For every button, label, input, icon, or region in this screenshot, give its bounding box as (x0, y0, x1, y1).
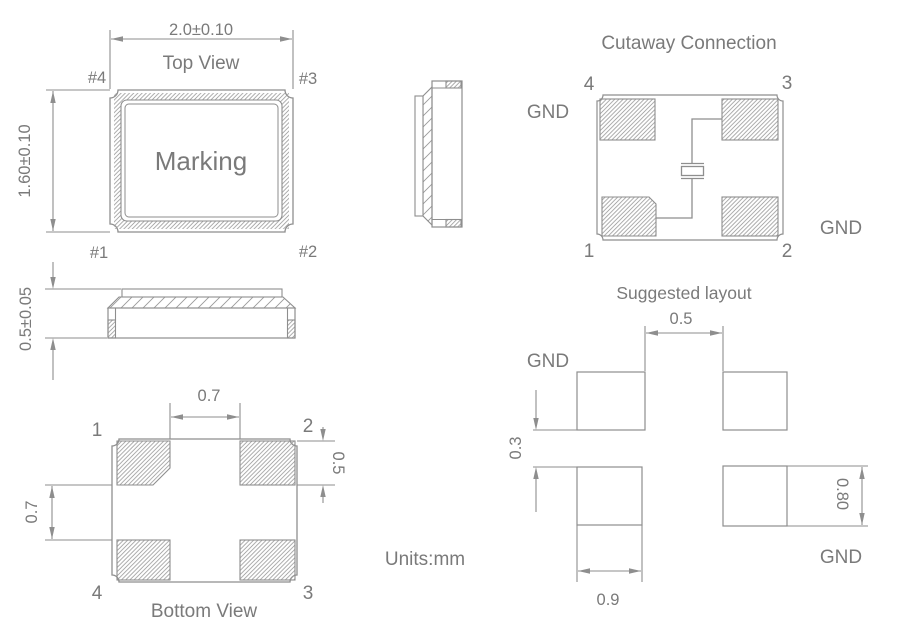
cutaway-pin3-label: 3 (782, 73, 793, 94)
side-view-height-dimension (45, 262, 121, 380)
layout-pad-bottom-left (576, 466, 643, 526)
arrow-up-icon (320, 485, 326, 497)
lateral-lid (414, 95, 424, 217)
cutaway-gnd-right-label: GND (820, 218, 862, 239)
layout-pad-width-dim-label: 0.9 (597, 591, 620, 609)
top-view-marking-label: Marking (155, 146, 247, 176)
cutaway-pad-1 (601, 196, 657, 237)
layout-pad-height-dim-label: 0.80 (833, 478, 851, 510)
top-view-pin2-label: #2 (299, 243, 317, 261)
suggested-layout (533, 326, 868, 582)
layout-gnd-bottom-label: GND (820, 547, 862, 568)
top-view-lid-inner-border (124, 103, 279, 218)
arrow-up-icon (50, 338, 56, 350)
cutaway-pad-3 (721, 98, 779, 141)
top-view-lid-outer-border (120, 99, 283, 222)
arrow-left-icon (111, 36, 123, 42)
bottom-view-pad-2 (239, 440, 296, 486)
bottom-view-gap-y-dim-label: 0.7 (23, 501, 41, 524)
cutaway-gnd-left-label: GND (527, 102, 569, 123)
layout-pad-height-dimension (787, 465, 868, 527)
top-view-width-dimension (109, 30, 294, 89)
crystal-symbol (656, 118, 722, 219)
cutaway-pin2-label: 2 (782, 241, 793, 262)
layout-gap-x-dimension (644, 326, 724, 371)
arrow-right-icon (280, 36, 292, 42)
cutaway-pad-2 (721, 196, 779, 237)
arrow-down-icon (49, 527, 55, 539)
side-view-body (107, 307, 296, 339)
cutaway-pad-4 (599, 98, 656, 141)
arrow-down-icon (533, 418, 539, 430)
layout-gap-x-dim-label: 0.5 (670, 310, 693, 328)
arrow-left-icon (646, 330, 658, 336)
top-view-title: Top View (163, 53, 240, 74)
side-view-seal-hatch (106, 296, 297, 309)
bottom-view-pin1-label: 1 (92, 420, 103, 441)
bottom-view-pin2-label: 2 (303, 416, 314, 437)
bottom-view-gap-x-dim-label: 0.7 (198, 387, 221, 405)
lateral-bottom-terminal (445, 218, 462, 228)
layout-pad-bottom-right (722, 465, 788, 527)
top-view-width-dim-label: 2.0±0.10 (169, 21, 233, 39)
lateral-seal-hatch (422, 85, 433, 227)
layout-pad-width-dimension (576, 525, 643, 582)
arrow-right-icon (227, 414, 239, 420)
side-view-height-dim-label: 0.5±0.05 (17, 287, 35, 351)
bottom-view-gap-y-dimension (45, 484, 112, 541)
lateral-top-terminal (445, 80, 462, 89)
bottom-view-title: Bottom View (151, 601, 258, 622)
arrow-left-icon (171, 414, 183, 420)
top-view (46, 30, 294, 233)
layout-gap-y-dim-label: 0.3 (507, 437, 525, 460)
cutaway-pin1-label: 1 (584, 241, 595, 262)
layout-title: Suggested layout (616, 283, 751, 303)
layout-gnd-top-label: GND (527, 351, 569, 372)
side-view-front (45, 262, 297, 380)
top-view-height-dim-label: 1.60±0.10 (16, 124, 34, 197)
top-view-height-dimension (46, 89, 110, 233)
lateral-body (431, 80, 463, 228)
arrow-up-icon (859, 467, 865, 479)
arrow-down-icon (50, 219, 56, 231)
bottom-view-pad-3 (239, 539, 296, 581)
layout-pad-top-left (576, 371, 646, 431)
arrow-up-icon (533, 467, 539, 479)
layout-pad-top-right (722, 371, 788, 431)
bottom-view-pin3-label: 3 (303, 583, 314, 604)
arrow-down-icon (320, 429, 326, 441)
side-view-lateral (414, 80, 463, 228)
arrow-up-icon (49, 486, 55, 498)
bottom-view-pad-height-dimension (297, 427, 335, 503)
cutaway-title: Cutaway Connection (601, 33, 776, 54)
arrow-right-icon (710, 330, 722, 336)
bottom-view-pad-height-dim-label: 0.5 (329, 452, 347, 475)
bottom-view-pad-1 (116, 440, 171, 486)
top-view-pin1-label: #1 (90, 244, 108, 262)
units-label: Units:mm (385, 549, 465, 570)
arrow-up-icon (50, 91, 56, 103)
top-view-pin4-label: #4 (88, 69, 106, 87)
bottom-view-pin4-label: 4 (92, 583, 103, 604)
bottom-view-gap-x-dimension (169, 403, 241, 440)
side-view-left-terminal (107, 319, 117, 339)
side-view-right-terminal (286, 319, 296, 339)
top-view-pin3-label: #3 (299, 70, 317, 88)
arrow-down-icon (859, 513, 865, 525)
bottom-view (45, 403, 335, 583)
arrow-left-icon (578, 568, 590, 574)
bottom-view-pad-4 (116, 539, 171, 581)
arrow-right-icon (629, 568, 641, 574)
side-view-lid (121, 288, 283, 298)
cutaway-pin4-label: 4 (584, 74, 595, 95)
arrow-down-icon (50, 277, 56, 289)
layout-gap-y-dimension (533, 390, 577, 512)
cutaway-connection (596, 94, 784, 241)
